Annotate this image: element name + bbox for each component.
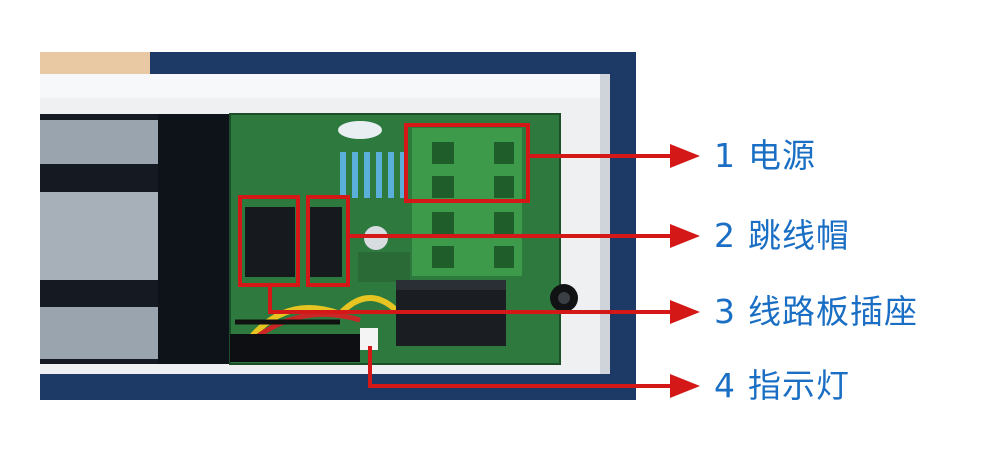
callout-number-1: 1 <box>714 136 736 175</box>
device-photo <box>40 52 636 400</box>
callout-number-4: 4 <box>714 366 736 405</box>
callout-text-4: 指示灯 <box>748 366 850 405</box>
arrowhead-2 <box>670 224 700 248</box>
callout-label-4: 4 指示灯 <box>714 366 850 406</box>
arrowhead-4 <box>670 374 700 398</box>
callout-label-2: 2 跳线帽 <box>714 216 850 256</box>
callout-text-2: 跳线帽 <box>748 216 850 255</box>
callout-text-3: 线路板插座 <box>748 292 918 331</box>
indicator-lamp <box>360 328 378 350</box>
callout-label-3: 3 线路板插座 <box>714 292 918 332</box>
arrowhead-1 <box>670 144 700 168</box>
arrowhead-3 <box>670 300 700 324</box>
callout-number-3: 3 <box>714 292 736 331</box>
callout-number-2: 2 <box>714 216 736 255</box>
callout-label-1: 1 电源 <box>714 136 816 176</box>
callout-text-1: 电源 <box>748 136 816 175</box>
